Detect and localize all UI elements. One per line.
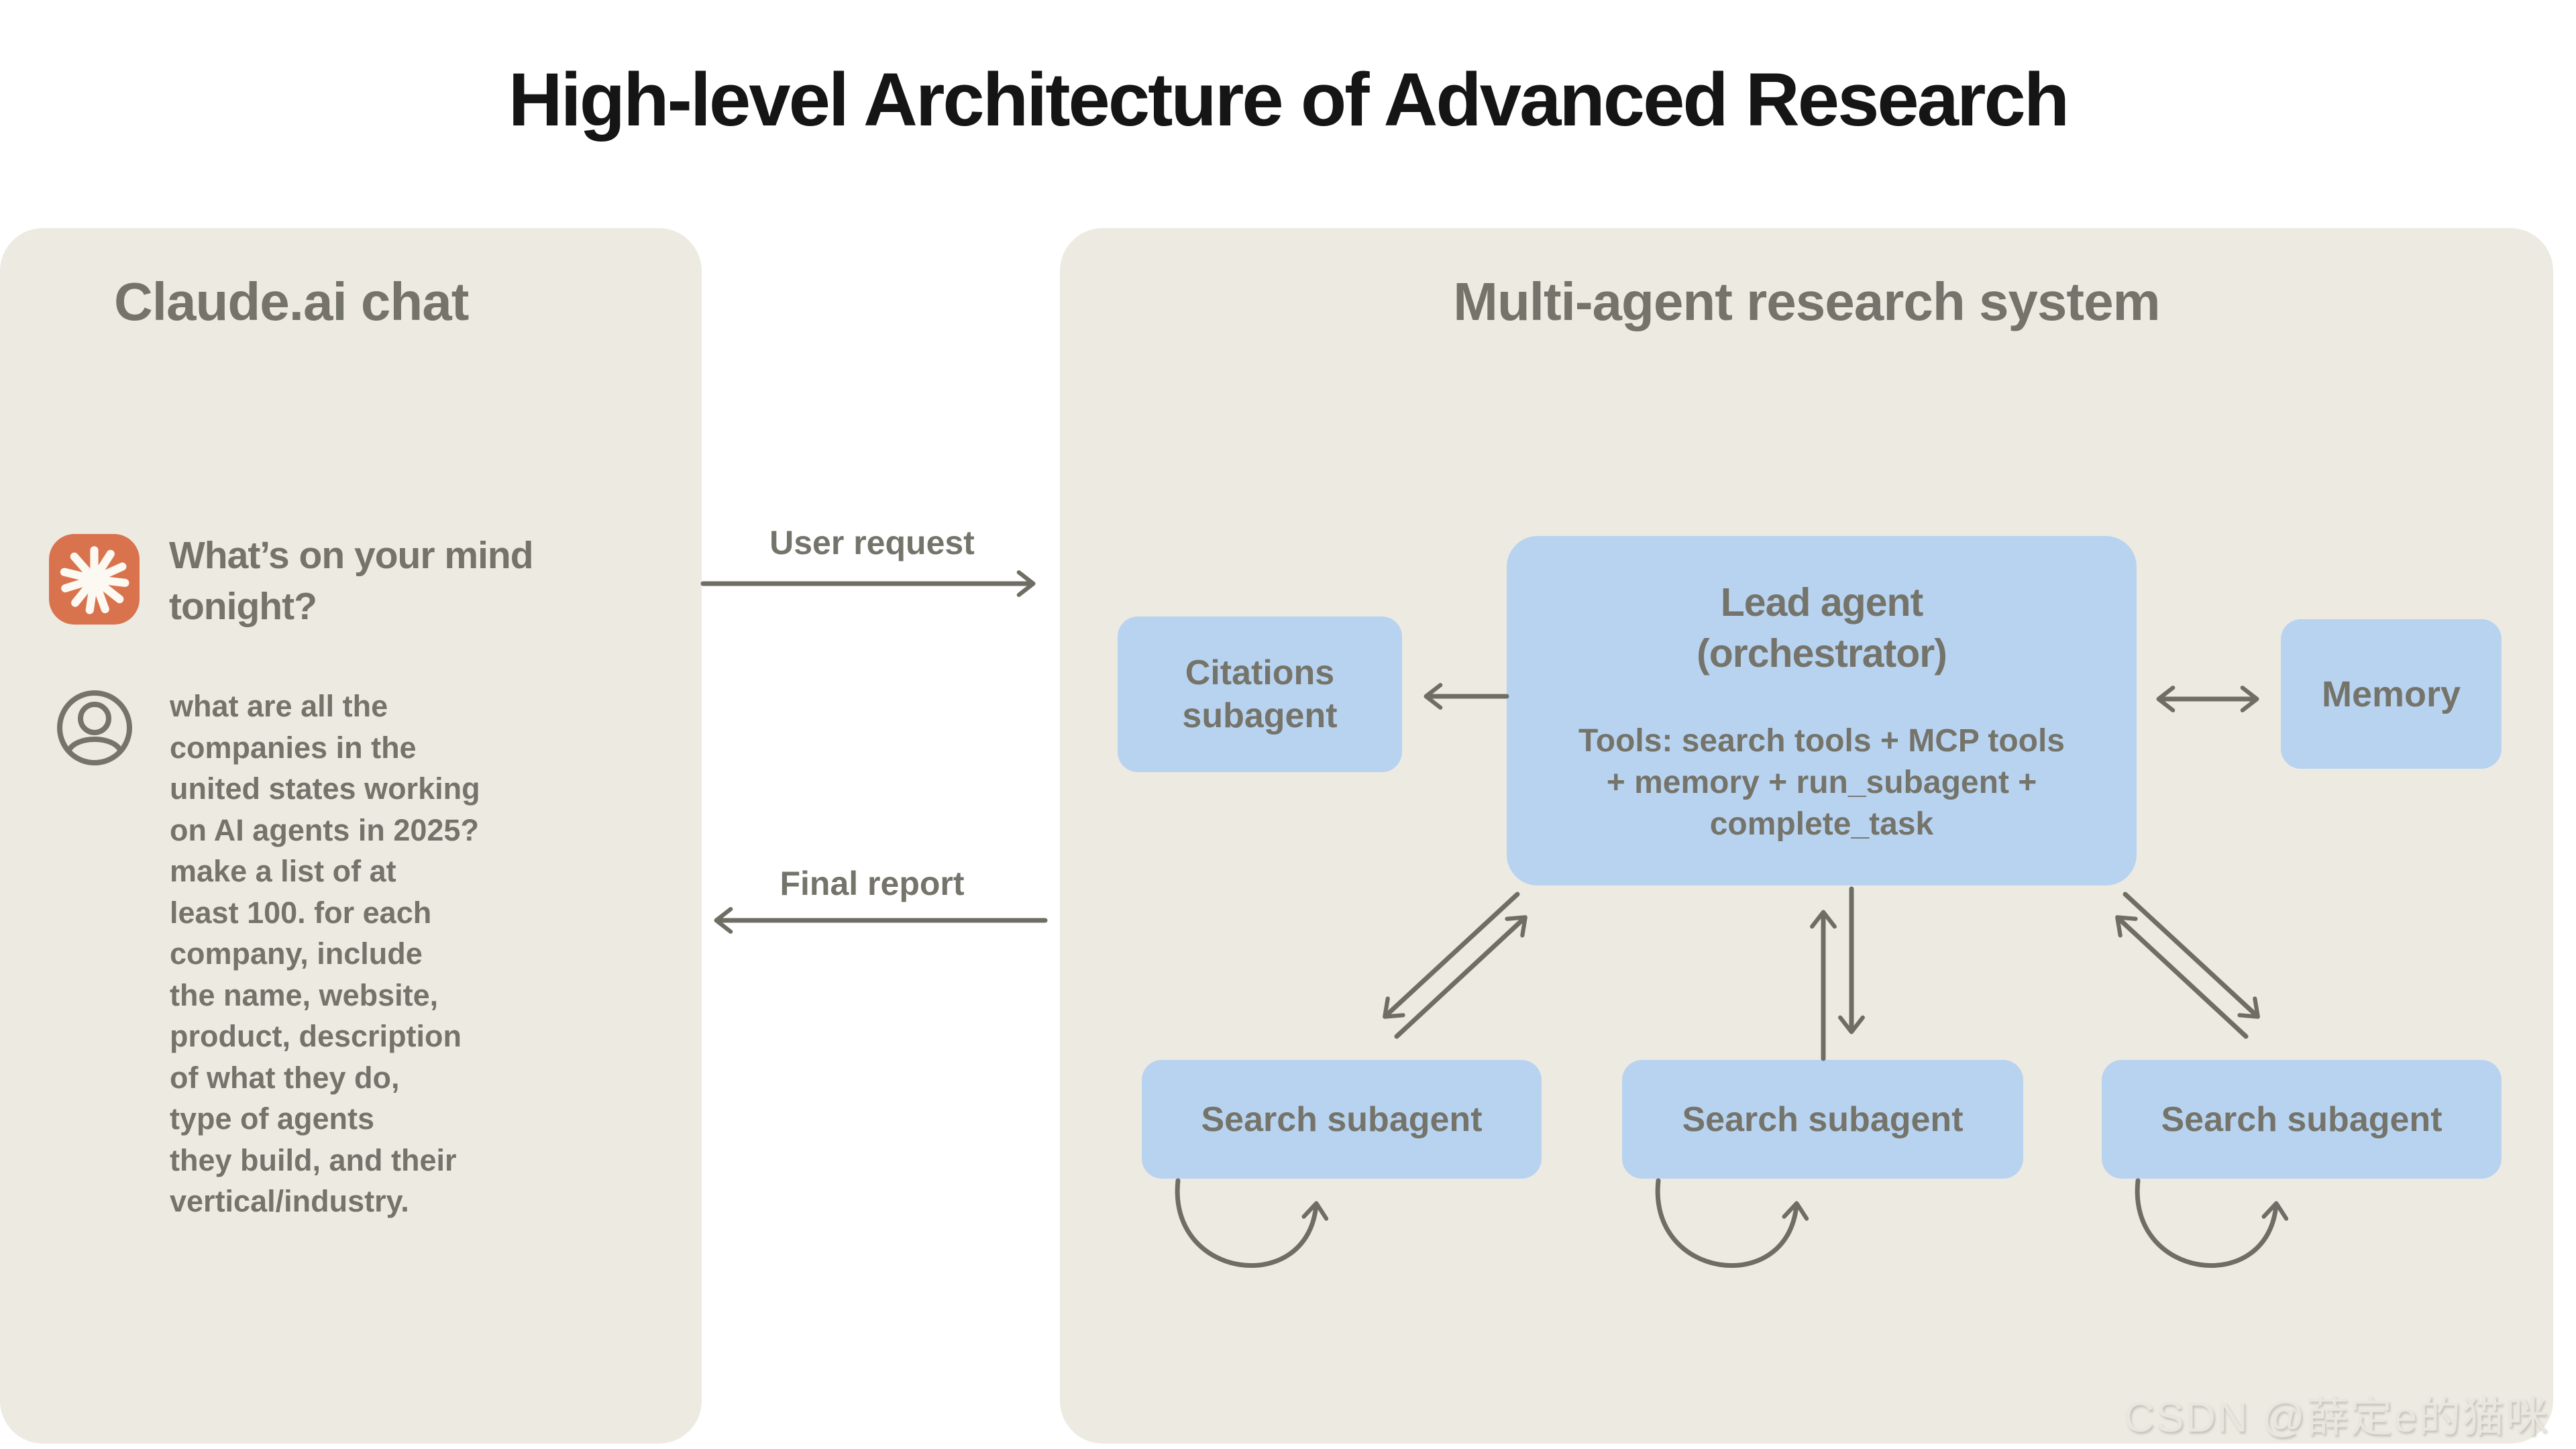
search-subagent-label: Search subagent — [1201, 1099, 1483, 1139]
query-line: company, include — [170, 936, 423, 971]
search-subagent-label: Search subagent — [2161, 1099, 2443, 1139]
prompt-line-1: What’s on your mind — [169, 534, 534, 577]
prompt-line-2: tonight? — [169, 585, 317, 628]
citations-subagent-box: Citations subagent — [1118, 616, 1402, 772]
query-line: vertical/industry. — [170, 1184, 409, 1218]
query-line: the name, website, — [170, 977, 439, 1012]
claude-prompt-text: What’s on your mind tonight? — [169, 530, 545, 632]
query-line: on AI agents in 2025? — [170, 812, 479, 847]
tools-line: Tools: search tools + MCP tools — [1578, 722, 2065, 759]
tools-line: + memory + run_subagent + — [1606, 764, 2037, 800]
citations-label-line-1: Citations — [1185, 653, 1335, 692]
query-line: companies in the — [170, 730, 417, 765]
user-query-text: what are all the companies in the united… — [170, 686, 572, 1222]
lead-agent-title: Lead agent — [1720, 580, 1923, 625]
query-line: of what they do, — [170, 1060, 400, 1095]
right-panel-heading: Multi-agent research system — [1453, 272, 2160, 331]
search-subagent-box-2: Search subagent — [1622, 1060, 2023, 1179]
query-line: product, description — [170, 1019, 462, 1053]
query-line: least 100. for each — [170, 895, 432, 930]
page-title: High-level Architecture of Advanced Rese… — [508, 58, 2070, 142]
search-subagent-label: Search subagent — [1682, 1099, 1964, 1139]
query-line: what are all the — [170, 689, 388, 723]
query-line: type of agents — [170, 1102, 375, 1136]
left-panel-heading: Claude.ai chat — [114, 272, 469, 331]
search-subagent-box-3: Search subagent — [2102, 1060, 2502, 1179]
starburst-glyph — [60, 546, 129, 614]
query-line: they build, and their — [170, 1142, 457, 1177]
final-report-label: Final report — [780, 865, 965, 902]
claude-starburst-icon — [49, 534, 140, 625]
user-request-label: User request — [769, 524, 975, 561]
search-subagent-box-1: Search subagent — [1142, 1060, 1542, 1179]
query-line: make a list of at — [170, 854, 396, 888]
tools-line: complete_task — [1709, 806, 1934, 842]
query-line: united states working — [170, 771, 480, 806]
user-avatar-icon — [57, 690, 132, 765]
csdn-watermark: CSDN @薛定e的猫咪 — [2123, 1394, 2549, 1441]
lead-agent-tools: Tools: search tools + MCP tools + memory… — [1578, 720, 2065, 845]
memory-label: Memory — [2321, 674, 2461, 714]
memory-box: Memory — [2281, 619, 2502, 769]
lead-agent-subtitle: (orchestrator) — [1697, 631, 1947, 676]
citations-label-line-2: subagent — [1182, 696, 1338, 735]
claude-chat-panel — [0, 228, 702, 1444]
lead-agent-box: Lead agent (orchestrator) Tools: search … — [1507, 536, 2137, 885]
